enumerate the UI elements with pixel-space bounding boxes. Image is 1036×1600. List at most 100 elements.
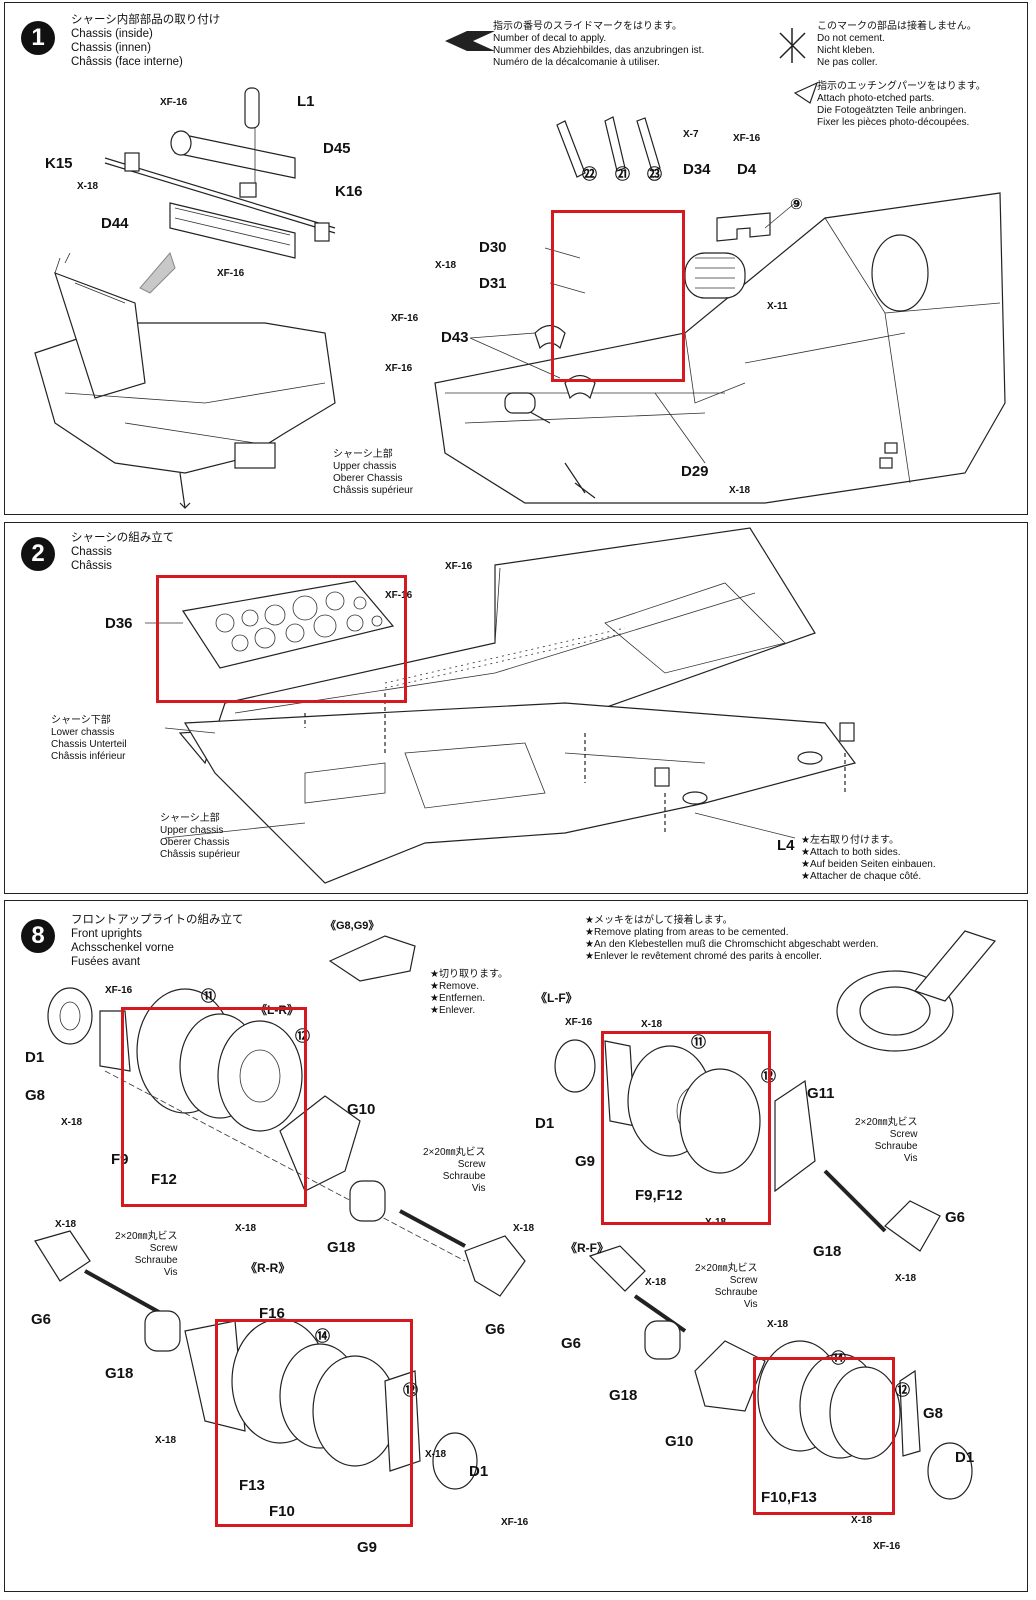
part-label: X-7 [683,129,699,140]
decal-number: ⑫ [895,1382,911,1399]
no-cement-jp: このマークの部品は接着しません。 [817,21,977,32]
part-label: X-18 [425,1449,447,1460]
plating-jp: ★メッキをはがして接着します。 [585,915,733,926]
step8-title: フロントアップライトの組み立て Front uprights Achsschen… [71,913,244,969]
part-label: X-18 [155,1435,177,1446]
decal-number: ㉒ [582,166,598,183]
screw-note-rr: 2×20㎜丸ビス Screw Schraube Vis [115,1231,178,1279]
part-label: F12 [151,1171,177,1188]
step1-title: シャーシ内部部品の取り付け Chassis (inside) Chassis (… [71,13,220,69]
screw-en: Screw [457,1159,486,1170]
step1-title-jp: シャーシ内部部品の取り付け [71,14,221,26]
step2-title: シャーシの組み立て Chassis Châssis [71,531,174,573]
screw-de: Schraube [134,1255,178,1266]
screw-jp: 2×20㎜丸ビス [855,1117,918,1128]
part-label: K15 [45,155,73,172]
upper-chassis-fr: Châssis supérieur [160,849,241,860]
part-label: G9 [575,1153,596,1170]
highlight-box-rf-disc [753,1357,895,1515]
step2-title-jp: シャーシの組み立て [71,532,175,544]
step2-upper-chassis-label: シャーシ上部 Upper chassis Oberer Chassis Châs… [160,813,240,861]
step1-title-en: Chassis (inside) [71,28,153,40]
decal-number: ㉓ [647,166,663,183]
part-label: D43 [441,329,469,346]
both-sides-en: ★Attach to both sides. [801,847,901,858]
decal-note-jp: 指示の番号のスライドマークをはります。 [493,21,682,32]
part-label: X-18 [513,1223,535,1234]
highlight-box-lf-disc [601,1031,771,1225]
step8-title-en: Front uprights [71,928,142,940]
screw-fr: Vis [163,1267,178,1278]
part-label: D30 [479,239,507,256]
lower-chassis-label: シャーシ下部 Lower chassis Chassis Unterteil C… [51,715,127,763]
no-cement-de: Nicht kleben. [817,45,875,56]
part-label: D1 [955,1449,975,1466]
no-cement-en: Do not cement. [817,33,885,44]
decal-number: ⑨ [790,196,803,213]
screw-note-rf: 2×20㎜丸ビス Screw Schraube Vis [695,1263,758,1311]
remove-fr: ★Enlever. [430,1005,476,1016]
part-label: F9 [111,1151,129,1168]
step8-title-jp: フロントアップライトの組み立て [71,914,244,926]
sub-assembly-label-lr: 《L-R》 [255,1003,299,1017]
etched-fr: Fixer les pièces photo-découpées. [817,117,970,128]
step2-title-fr: Châssis [71,560,112,572]
part-label: D31 [479,275,507,292]
plating-fr: ★Enlever le revêtement chromé des parits… [585,951,822,962]
sub-assembly-label-lf: 《L-F》 [535,991,578,1005]
screw-fr: Vis [471,1183,486,1194]
screw-de: Schraube [874,1141,918,1152]
upper-chassis-en: Upper chassis [333,461,397,472]
highlight-box-d30-d31 [551,210,685,382]
part-label: G9 [357,1539,378,1556]
decal-note-de: Nummer des Abziehbildes, das anzubringen… [493,45,705,56]
part-label: X-18 [729,485,751,496]
part-label: F10,F13 [761,1489,817,1506]
screw-de: Schraube [714,1287,758,1298]
decal-note-fr: Numéro de la décalcomanie à utiliser. [493,57,660,68]
part-label: F16 [259,1305,285,1322]
lower-chassis-en: Lower chassis [51,727,115,738]
decal-number: ⑪ [691,1034,707,1051]
part-label: D34 [683,161,711,178]
part-label: XF-16 [501,1517,529,1528]
part-label: D44 [101,215,129,232]
etched-en: Attach photo-etched parts. [817,93,935,104]
part-label: X-18 [435,260,457,271]
part-label: G11 [807,1085,835,1102]
part-label: XF-16 [733,133,761,144]
part-label: G8 [923,1405,944,1422]
plating-de: ★An den Klebestellen muß die Chromschich… [585,939,879,950]
decal-note-en: Number of decal to apply. [493,33,607,44]
step1-title-fr: Châssis (face interne) [71,56,183,68]
g8-g9-header: 《G8,G9》 [325,920,380,932]
upper-chassis-jp: シャーシ上部 [333,449,393,460]
screw-de: Schraube [442,1171,486,1182]
part-label: G6 [31,1311,52,1328]
part-label: XF-16 [445,561,473,572]
part-label: XF-16 [160,97,188,108]
part-label: X-18 [55,1219,77,1230]
part-label: G18 [327,1239,356,1256]
screw-jp: 2×20㎜丸ビス [115,1231,178,1242]
step1-illustration [34,28,1006,509]
part-label: G6 [561,1335,582,1352]
etched-de: Die Fotogeätzten Teile anbringen. [817,105,967,116]
step2-number-badge: 2 [21,537,55,571]
lower-chassis-de: Chassis Unterteil [51,739,127,750]
part-label: XF-16 [385,590,413,601]
decal-number: ⑭ [315,1328,331,1345]
etched-parts-note: 指示のエッチングパーツをはります。 Attach photo-etched pa… [817,81,986,129]
part-label: G18 [609,1387,638,1404]
lower-chassis-fr: Châssis inférieur [51,751,126,762]
part-label: G18 [105,1365,134,1382]
part-label: XF-16 [391,313,419,324]
step8-number-badge: 8 [21,919,55,953]
part-label: D1 [535,1115,555,1132]
step1-panel: 1 シャーシ内部部品の取り付け Chassis (inside) Chassis… [4,2,1028,515]
highlight-box-d36 [156,575,407,703]
step8-panel: 8 フロントアップライトの組み立て Front uprights Achssch… [4,900,1028,1592]
part-label: G10 [665,1433,694,1450]
screw-fr: Vis [903,1153,918,1164]
both-sides-jp: ★左右取り付けます。 [801,835,899,846]
